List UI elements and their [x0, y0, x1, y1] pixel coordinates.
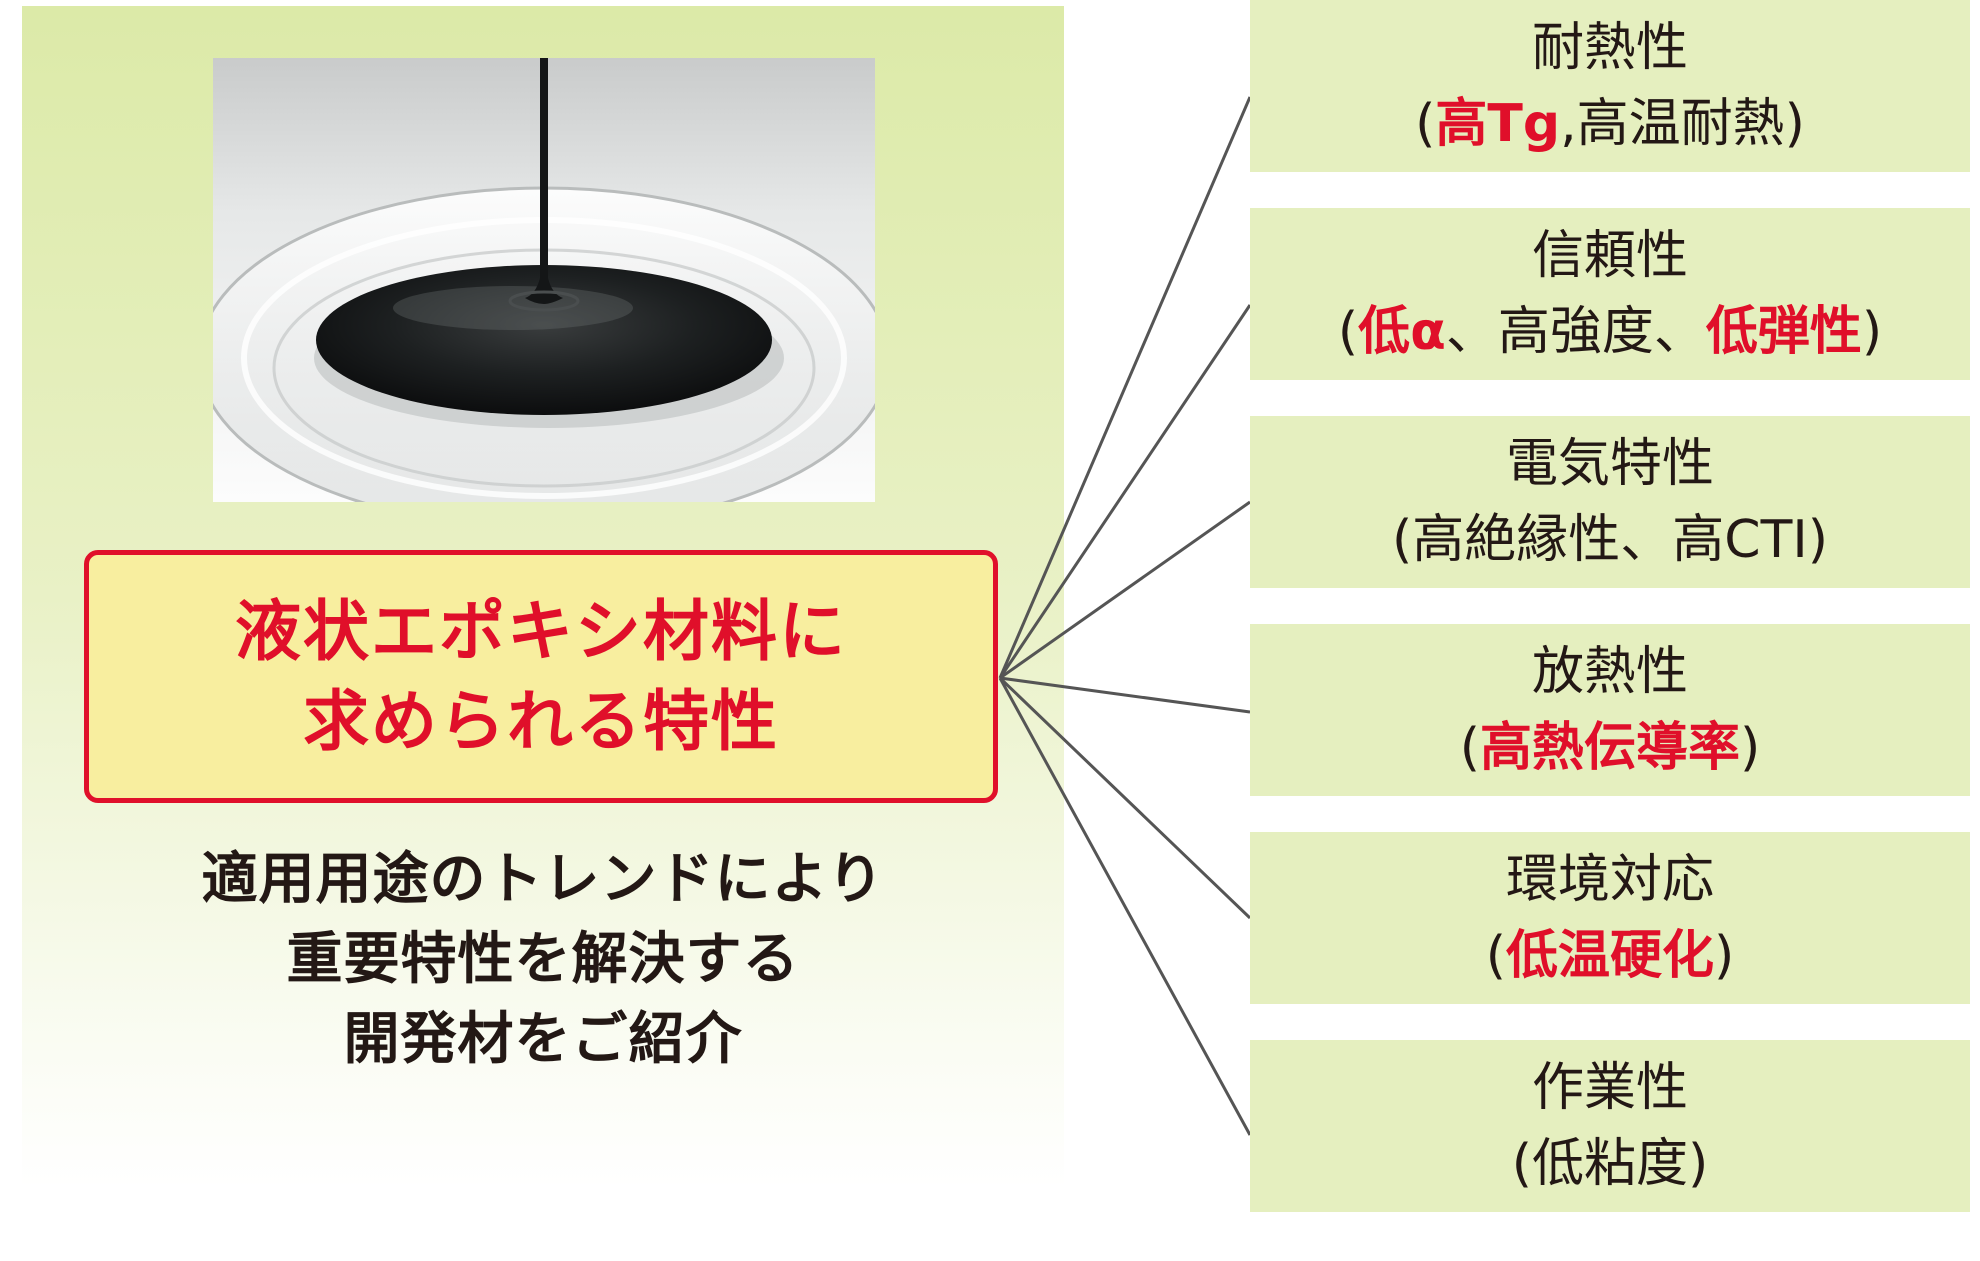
- connector-line: [998, 96, 1252, 679]
- property-detail: (高熱伝導率): [1460, 710, 1761, 786]
- property-detail-text: (: [1459, 718, 1480, 778]
- subtitle-line: 適用用途のトレンドにより: [201, 847, 885, 912]
- property-detail-text: 、高強度、: [1445, 302, 1706, 362]
- property-detail-text: (高絶縁性、高CTI): [1392, 510, 1828, 570]
- property-detail-highlight: 高熱伝導率: [1479, 718, 1740, 778]
- property-name: 環境対応: [1505, 850, 1714, 910]
- property-name: 信頼性: [1531, 226, 1688, 286]
- epoxy-pool: [316, 265, 772, 415]
- property-name: 電気特性: [1505, 434, 1714, 494]
- subtitle: 適用用途のトレンドにより 重要特性を解決する 開発材をご紹介: [22, 840, 1064, 1080]
- main-title-line: 液状エポキシ材料に: [235, 592, 847, 670]
- connector-line: [999, 676, 1251, 714]
- property-detail-text: ): [1714, 926, 1735, 986]
- property-detail: (低温硬化): [1486, 918, 1735, 994]
- property-box-heat-dissipation: 放熱性 (高熱伝導率): [1250, 624, 1970, 796]
- connector-line: [999, 500, 1251, 680]
- property-detail-text: ,高温耐熱): [1560, 94, 1805, 154]
- property-detail-text: (: [1485, 926, 1506, 986]
- property-detail-highlight: 高Tg: [1435, 94, 1561, 154]
- main-title-line: 求められる特性: [303, 682, 779, 760]
- property-detail: (高Tg,高温耐熱): [1415, 86, 1805, 162]
- property-name: 耐熱性: [1531, 18, 1688, 78]
- subtitle-line: 開発材をご紹介: [343, 1007, 743, 1072]
- property-box-environmental: 環境対応 (低温硬化): [1250, 832, 1970, 1004]
- property-detail: (低粘度): [1512, 1126, 1709, 1202]
- property-detail-highlight: 低温硬化: [1505, 926, 1714, 986]
- epoxy-pour-illustration: [213, 58, 875, 502]
- property-detail-highlight: 低α: [1358, 302, 1446, 362]
- property-name: 作業性: [1531, 1058, 1688, 1118]
- property-box-workability: 作業性 (低粘度): [1250, 1040, 1970, 1212]
- connector-line: [998, 677, 1252, 1136]
- property-box-heat-resistance: 耐熱性 (高Tg,高温耐熱): [1250, 0, 1970, 172]
- main-title-box: 液状エポキシ材料に 求められる特性: [84, 550, 998, 803]
- epoxy-stream: [525, 58, 563, 304]
- subtitle-line: 重要特性を解決する: [286, 927, 800, 992]
- property-detail-text: ): [1740, 718, 1761, 778]
- epoxy-ripple: [508, 290, 580, 312]
- connector-line: [998, 676, 1252, 920]
- property-detail-text: (: [1337, 302, 1359, 362]
- property-detail: (高絶縁性、高CTI): [1392, 502, 1828, 578]
- property-detail-text: (: [1415, 94, 1436, 154]
- property-detail: (低α、高強度、低弾性): [1338, 294, 1882, 370]
- property-detail-text: (低粘度): [1511, 1134, 1709, 1194]
- property-detail-highlight: 低弾性: [1705, 302, 1862, 362]
- connector-line: [998, 304, 1252, 679]
- property-box-electrical: 電気特性 (高絶縁性、高CTI): [1250, 416, 1970, 588]
- property-name: 放熱性: [1531, 642, 1688, 702]
- property-box-reliability: 信頼性 (低α、高強度、低弾性): [1250, 208, 1970, 380]
- property-detail-text: ): [1861, 302, 1883, 362]
- epoxy-pour-photo: [213, 58, 875, 502]
